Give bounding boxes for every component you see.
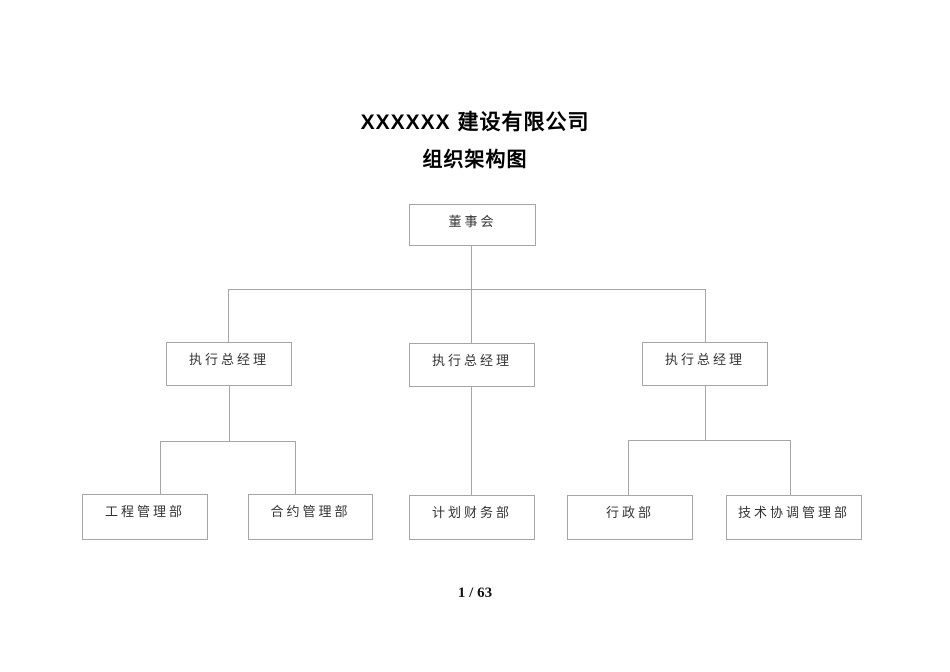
connector-drop-finance-dept [471,387,472,495]
org-node-board-of-directors: 董事会 [409,204,536,246]
connector-exec3-vertical [705,386,706,440]
connector-drop-exec-3 [705,290,706,342]
connector-exec3-horizontal [628,440,791,441]
connector-level1-horizontal [228,289,706,290]
connector-drop-engineering-dept [160,442,161,494]
page-number: 1 / 63 [457,585,493,601]
org-node-executive-gm-2: 执行总经理 [409,343,535,387]
connector-root-vertical [471,246,472,289]
org-node-label: 行政部 [605,505,654,520]
org-node-contract-dept: 合约管理部 [248,494,373,540]
org-node-label: 执行总经理 [664,352,745,367]
connector-drop-admin-dept [628,441,629,495]
connector-exec1-vertical [229,386,230,441]
org-node-label: 技术协调管理部 [737,505,850,520]
document-title: XXXXXX 建设有限公司 [360,111,590,134]
org-node-tech-coordination-dept: 技术协调管理部 [726,495,862,540]
org-node-executive-gm-1: 执行总经理 [166,342,292,386]
connector-drop-contract-dept [295,442,296,494]
org-node-label: 工程管理部 [104,504,185,519]
document-subtitle: 组织架构图 [422,149,528,171]
connector-drop-exec-1 [228,290,229,342]
org-node-label: 执行总经理 [431,353,512,368]
org-node-label: 董事会 [448,214,497,229]
org-node-engineering-dept: 工程管理部 [82,494,208,540]
org-node-executive-gm-3: 执行总经理 [642,342,768,386]
org-node-label: 合约管理部 [270,504,351,519]
connector-exec1-horizontal [160,441,296,442]
org-node-label: 执行总经理 [188,352,269,367]
connector-drop-tech-coordination-dept [790,441,791,495]
connector-drop-exec-2 [471,290,472,343]
org-node-admin-dept: 行政部 [567,495,693,540]
org-node-finance-dept: 计划财务部 [409,495,535,540]
org-node-label: 计划财务部 [431,505,512,520]
